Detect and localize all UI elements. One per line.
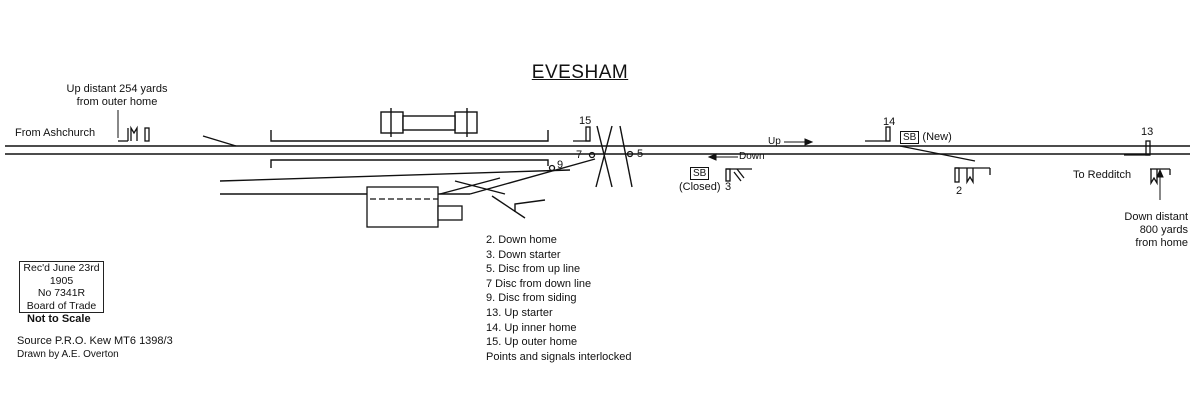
to-redditch-label: To Redditch xyxy=(1073,169,1132,181)
drawn-by-label: Drawn by A.E. Overton xyxy=(17,349,119,360)
goods-shed xyxy=(366,186,463,228)
board-of-trade-stamp: Rec'd June 23rd 1905 No 7341R Board of T… xyxy=(19,261,104,313)
key-item: 15. Up outer home xyxy=(486,336,578,349)
up-distant-label: Up distant 254 yards from outer home xyxy=(52,83,182,109)
signal-box-closed-label: (Closed) xyxy=(679,181,721,193)
down-platform xyxy=(270,159,549,168)
siding-4 xyxy=(491,195,526,219)
disc-7 xyxy=(588,151,596,159)
signal-3-number: 3 xyxy=(725,181,732,193)
signal-box-closed-box: SB xyxy=(690,167,710,180)
signal-7-number: 7 xyxy=(576,149,583,161)
down-distant-label-line-2: 800 yards xyxy=(1139,224,1188,236)
signal-14 xyxy=(865,126,891,142)
signal-9-number: 9 xyxy=(557,159,564,171)
key-item: 2. Down home xyxy=(486,234,557,246)
signal-box-new: SB (New) xyxy=(900,131,952,144)
siding-crossover-a xyxy=(439,177,501,195)
stamp-line-4: Board of Trade xyxy=(26,299,97,312)
source-label: Source P.R.O. Kew MT6 1398/3 xyxy=(17,335,173,347)
key-item: 7 Disc from down line xyxy=(486,277,592,290)
signal-box-closed-symbol: SB xyxy=(690,167,710,180)
up-direction-label: Up xyxy=(768,136,781,147)
crossing-line-c xyxy=(619,125,633,188)
signal-box-new-symbol: SB xyxy=(900,131,920,144)
siding-stub-left xyxy=(202,135,237,147)
from-ashchurch-label: From Ashchurch xyxy=(15,127,96,139)
siding-3 xyxy=(469,158,596,195)
key-item: 5. Disc from up line xyxy=(486,263,581,276)
key-item: 9. Disc from siding xyxy=(486,292,577,305)
signal-14-number: 14 xyxy=(883,116,896,128)
down-distant-label-line-3: from home xyxy=(1135,237,1188,249)
signal-13 xyxy=(1124,140,1151,156)
signal-15-number: 15 xyxy=(579,115,592,127)
disc-9 xyxy=(548,164,556,172)
key-item: 13. Up starter xyxy=(486,306,553,319)
signal-key: 2. Down home 3. Down starter 5. Disc fro… xyxy=(486,233,632,364)
station-title: EVESHAM xyxy=(531,62,629,83)
up-arrow-head xyxy=(804,138,814,146)
dock-siding xyxy=(514,199,546,212)
signal-2-number: 2 xyxy=(956,185,963,197)
new-sb-siding xyxy=(899,145,976,162)
stamp-line-2: 1905 xyxy=(49,274,74,287)
down-distant-label: Down distant 800 yards from home xyxy=(1100,211,1188,250)
up-distant-label-line-2: from outer home xyxy=(76,96,158,108)
up-distant-label-line-1: Up distant 254 yards xyxy=(66,83,168,95)
stamp-line-3: No 7341R xyxy=(37,287,86,299)
disc-5 xyxy=(626,150,634,158)
down-arrow-head xyxy=(707,153,717,161)
down-distant-label-line-1: Down distant xyxy=(1124,211,1188,223)
down-distant-arrow-head xyxy=(1156,168,1164,178)
crossing-line-b xyxy=(595,125,613,188)
siding-crossover-b xyxy=(454,180,506,195)
signal-box-new-label: (New) xyxy=(922,131,952,143)
key-item: 3. Down starter xyxy=(486,248,561,261)
key-item: Points and signals interlocked xyxy=(486,350,632,363)
signal-13-number: 13 xyxy=(1141,126,1154,138)
signal-2 xyxy=(954,167,991,185)
station-building xyxy=(380,108,478,137)
signal-5-number: 5 xyxy=(637,148,644,160)
down-direction-label: Down xyxy=(739,151,765,162)
not-to-scale-label: Not to Scale xyxy=(27,313,91,325)
signal-3 xyxy=(725,168,752,182)
signal-15 xyxy=(573,126,591,142)
up-distant-signal xyxy=(118,125,150,142)
key-item: 14. Up inner home xyxy=(486,321,577,334)
stamp-line-1: Rec'd June 23rd xyxy=(23,262,100,274)
up-platform xyxy=(270,130,549,142)
siding-1 xyxy=(219,169,571,182)
